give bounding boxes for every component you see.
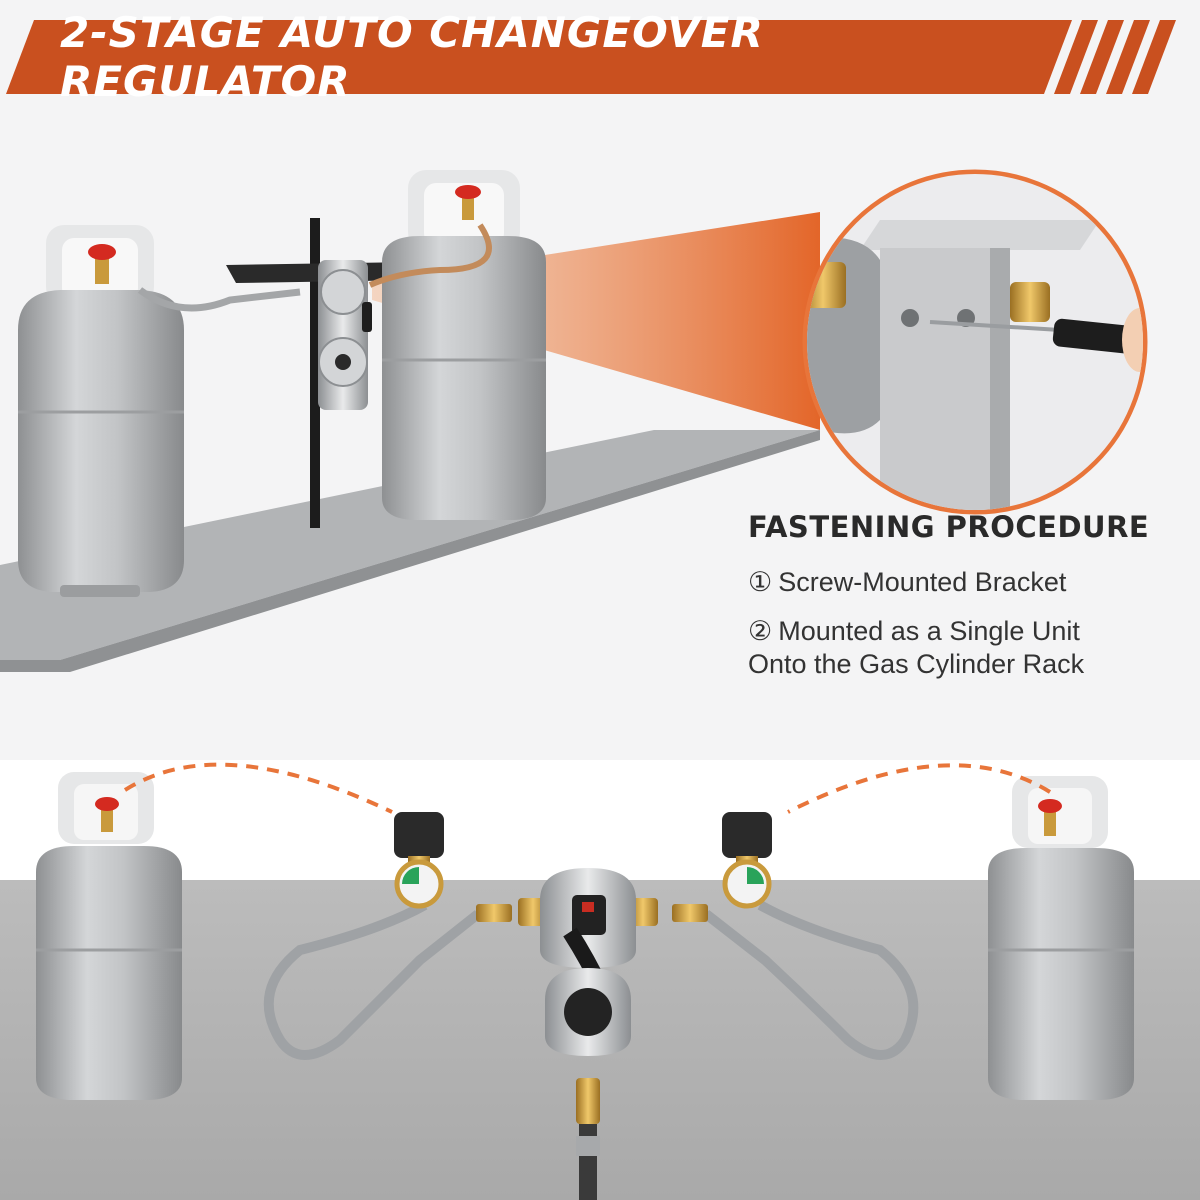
connection-arrow-left [123,762,393,814]
shelf [0,430,820,660]
pressure-gauge-icon [394,859,444,909]
screwdriver-icon [929,308,1143,372]
braided-hose-icon [137,287,301,312]
title-banner [6,20,1176,94]
propane-tank-icon [382,170,546,520]
braided-hose-icon [672,812,919,1060]
changeover-regulator-icon [518,868,658,1200]
propane-tank-icon [18,225,184,597]
step-text: Mounted as a Single Unit [778,616,1080,646]
step-text-continued: Onto the Gas Cylinder Rack [748,649,1085,679]
zoom-callout-icon [802,169,1148,515]
braided-hose-icon [368,223,492,288]
step-text: Screw-Mounted Bracket [778,567,1067,597]
propane-tank-icon [988,776,1134,1100]
braided-hose-icon [263,812,512,1060]
banner-title: 2-STAGE AUTO CHANGEOVER REGULATOR [60,8,764,106]
changeover-regulator-icon [318,260,372,410]
step-number: ② [748,616,773,646]
procedure-title: FASTENING PROCEDURE [748,510,1150,544]
connection-arrow-right [787,763,1052,814]
step-number: ① [748,567,773,597]
propane-tank-icon [36,772,182,1100]
pressure-gauge-icon [722,859,772,909]
